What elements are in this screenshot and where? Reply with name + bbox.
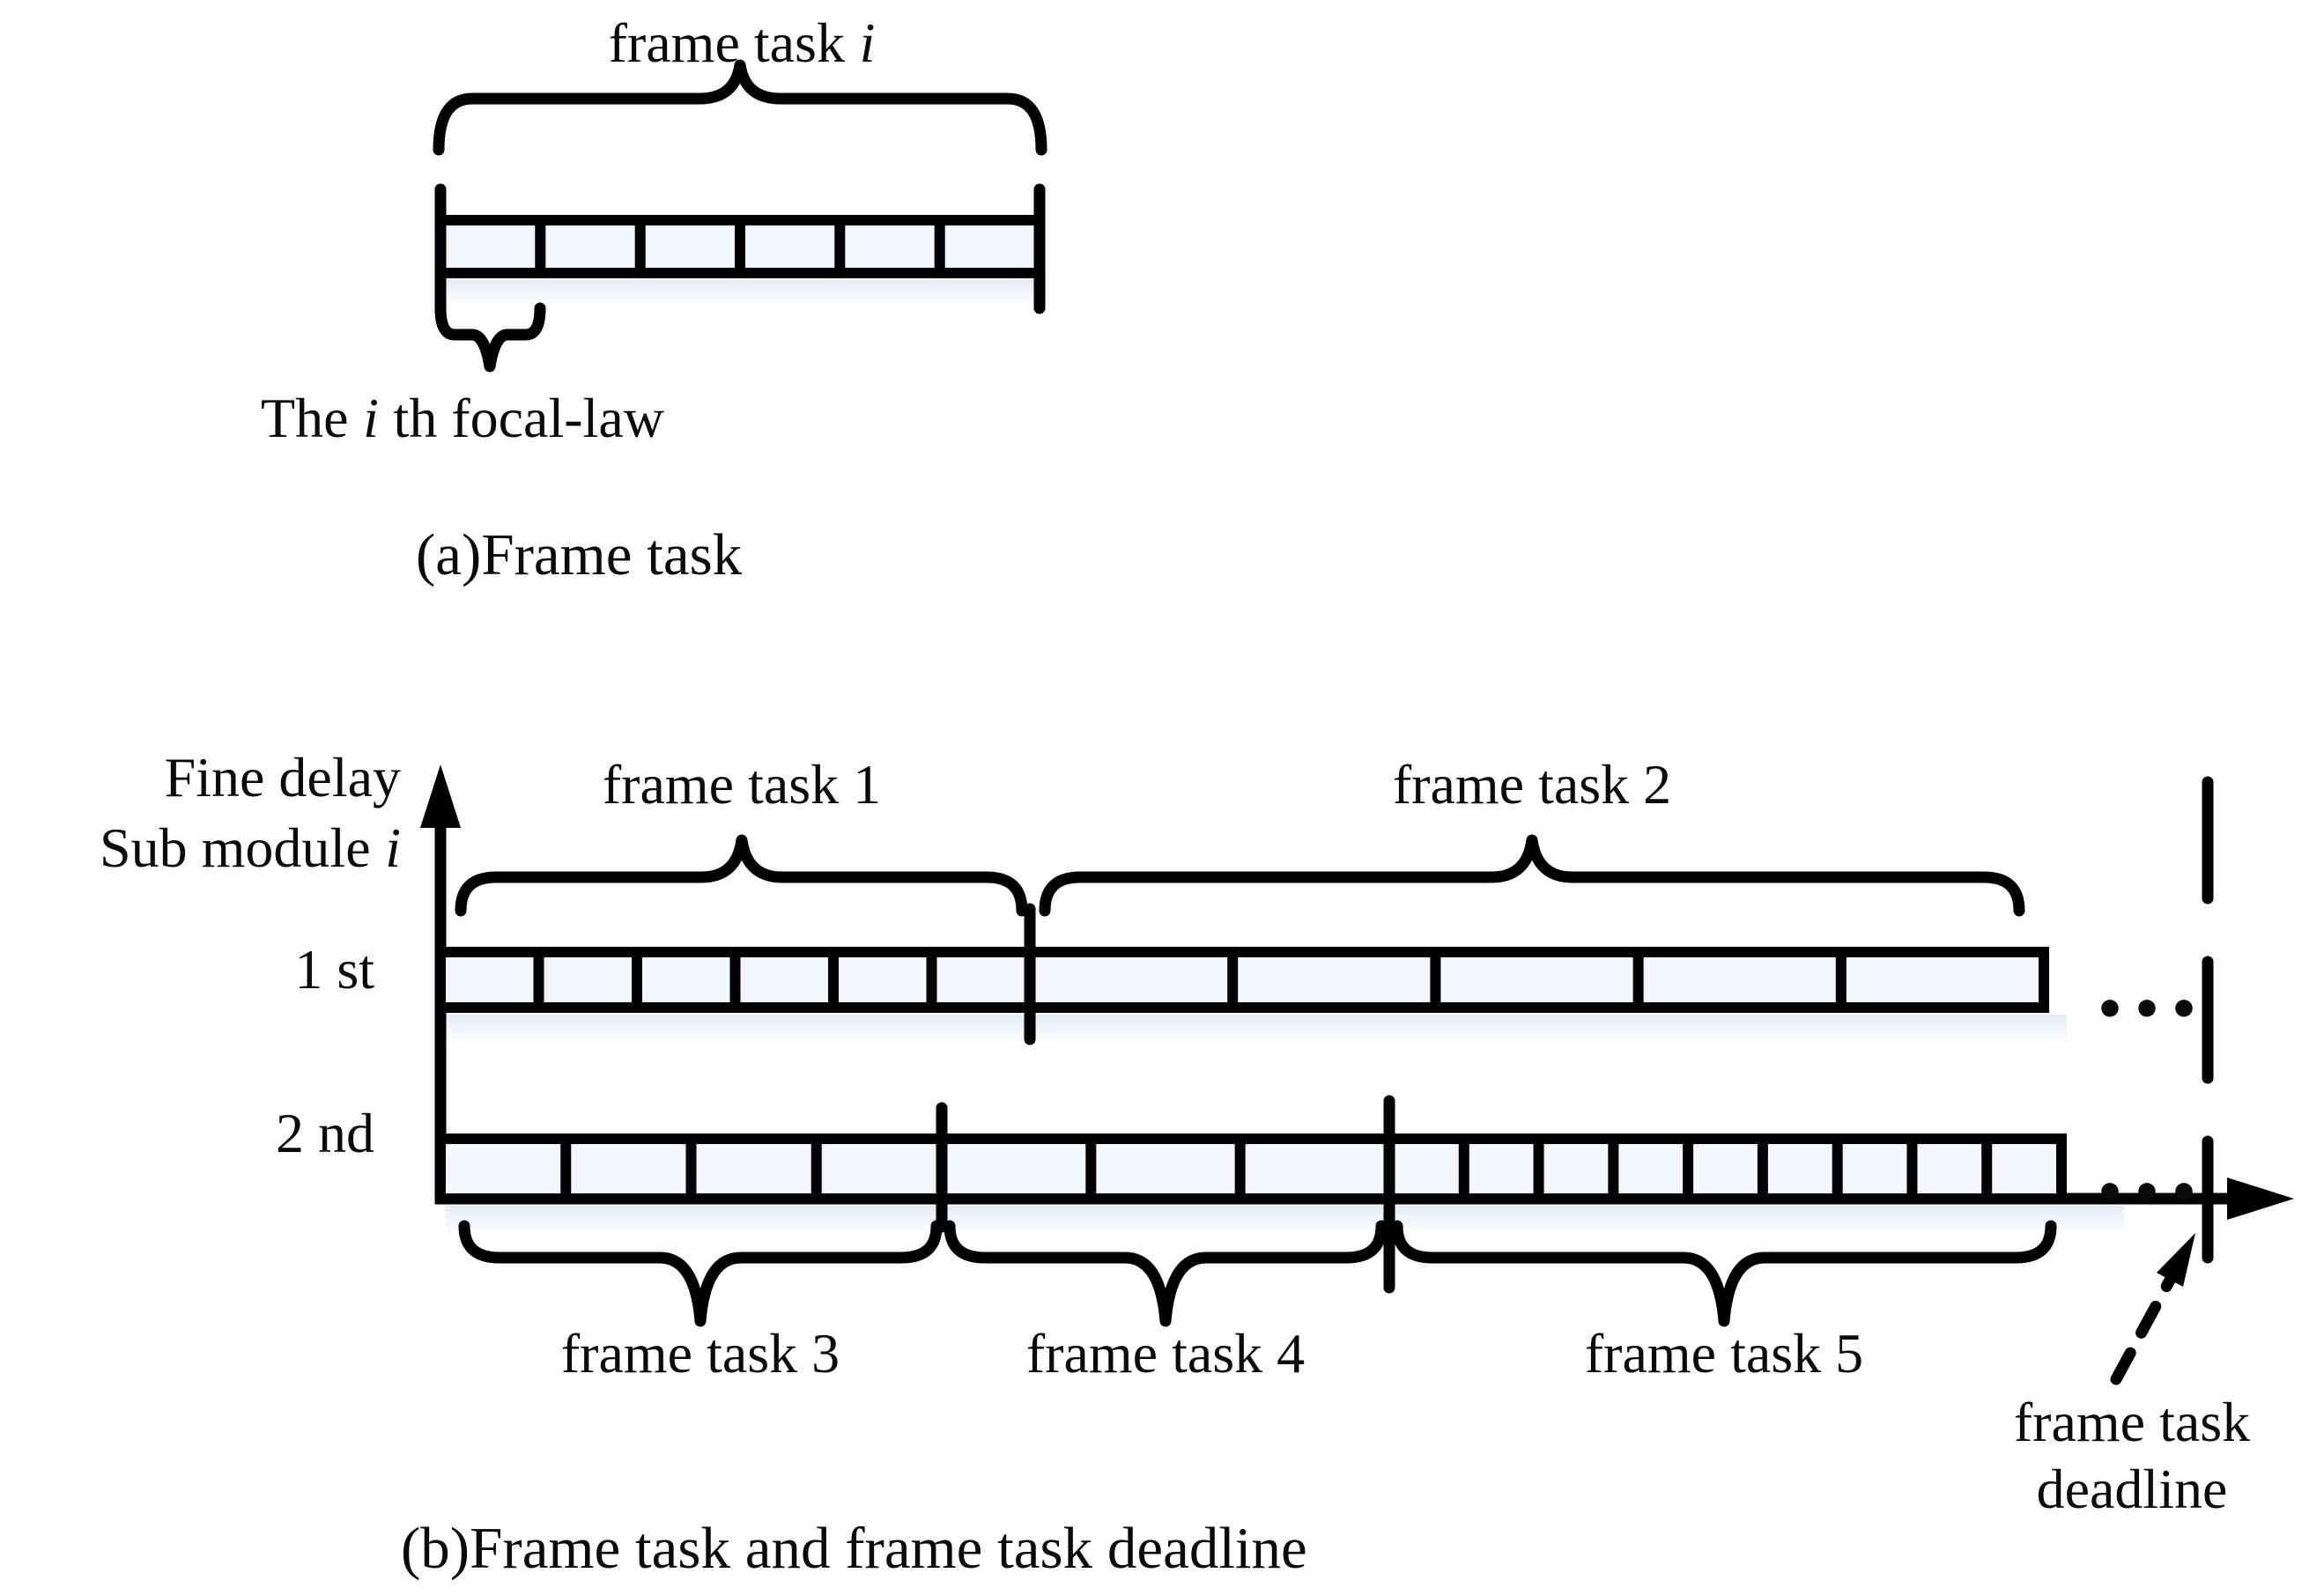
task-2-brace — [1039, 834, 2025, 917]
ellipsis-row-2: ... — [2097, 1104, 2208, 1222]
x-axis-arrowhead-icon — [2227, 1178, 2294, 1220]
ellipsis-row-1: ... — [2097, 921, 2208, 1039]
deadline-label-line1: frame task — [2013, 1391, 2251, 1453]
task-5-label: frame task 5 — [1584, 1322, 1864, 1385]
row-2-bar-glow — [446, 1206, 2124, 1236]
deadline-arrowhead-icon — [2157, 1233, 2195, 1287]
row-1-bar-outline — [435, 947, 2049, 1013]
task-5-brace — [1391, 1220, 2057, 1327]
part-a-caption: (a)Frame task — [416, 522, 743, 587]
focal-law-prefix: The — [261, 387, 349, 449]
deadline-arrow-shaft — [2110, 1269, 2179, 1385]
task-3-label: frame task 3 — [560, 1322, 840, 1385]
focal-law-var: i — [363, 387, 379, 449]
part-a-brace-label-text: frame task — [608, 11, 845, 74]
part-b-caption: (b)Frame task and frame task deadline — [401, 1516, 1307, 1581]
y-axis-arrowhead-icon — [420, 764, 461, 828]
part-a-brace-label-var: i — [859, 11, 876, 74]
task-1-label: frame task 1 — [602, 753, 882, 816]
deadline-label-line2: deadline — [2036, 1458, 2228, 1520]
row-1-bar-glow — [446, 1015, 2067, 1045]
part-b-graphics — [420, 764, 2294, 1385]
row-2-label: 2 nd — [276, 1102, 374, 1164]
sub-module-prefix: Sub module — [100, 816, 371, 879]
part-a-underbrace — [434, 302, 546, 373]
part-a-graphics — [433, 59, 1047, 373]
part-a-overbrace — [433, 59, 1047, 156]
focal-law-suffix: th focal-law — [393, 387, 664, 449]
task-3-brace — [458, 1220, 943, 1327]
row-1-label: 1 st — [294, 938, 374, 1001]
part-a-bar-glow — [445, 280, 1046, 306]
row-2-bar-outline — [435, 1133, 2067, 1204]
task-4-label: frame task 4 — [1025, 1322, 1306, 1385]
sub-module-var: i — [385, 816, 401, 879]
task-1-brace — [455, 834, 1028, 917]
task-2-label: frame task 2 — [1392, 753, 1672, 816]
fine-delay-label: Fine delay — [164, 746, 401, 809]
task-4-brace — [944, 1220, 1388, 1327]
